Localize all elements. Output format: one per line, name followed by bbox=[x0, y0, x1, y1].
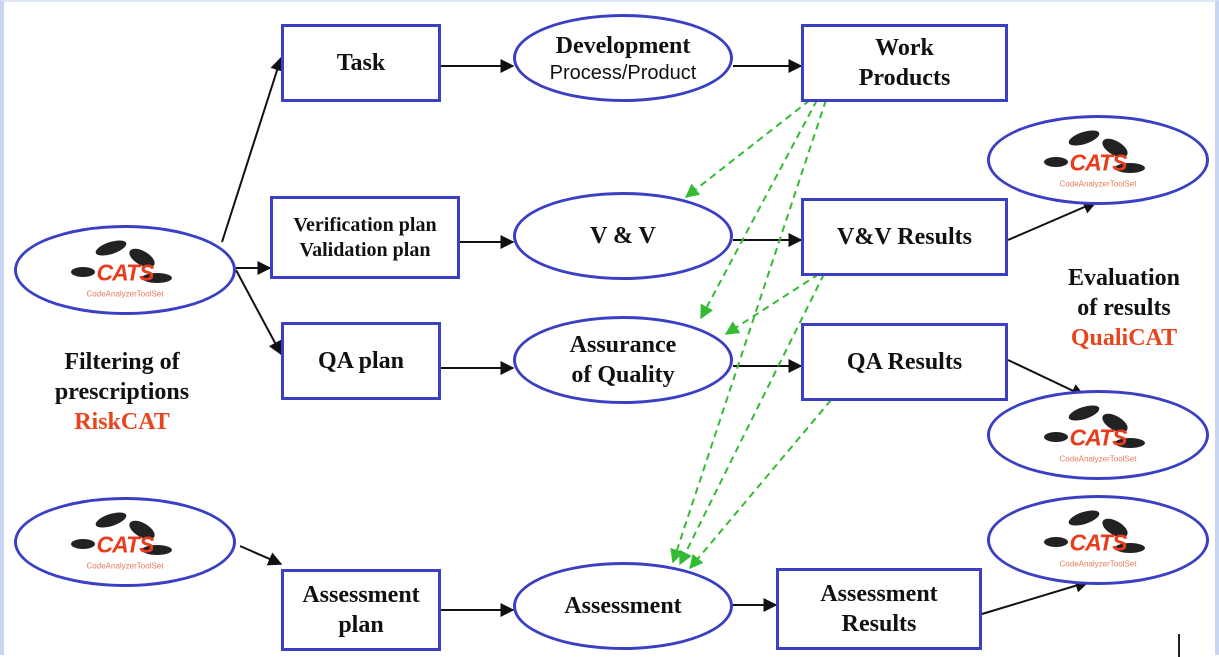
assurance-line-2: of Quality bbox=[571, 362, 675, 388]
corner-tick bbox=[1178, 634, 1180, 657]
arrow-vvresults-to-logo bbox=[1007, 200, 1098, 241]
qualicat-label: QualiCAT bbox=[1070, 325, 1178, 351]
cats-logo-word: CATS bbox=[96, 259, 155, 286]
vv-label: V & V bbox=[590, 223, 656, 249]
cats-logo-subtitle: CodeAnalyzerToolSet bbox=[86, 289, 164, 299]
qa-plan-label: QA plan bbox=[317, 348, 405, 374]
arrow-qaresults-to-logo bbox=[1007, 359, 1086, 397]
evaluation-caption: Evaluation of results QualiCAT bbox=[1024, 263, 1219, 353]
process-product-label: Process/Product bbox=[549, 61, 697, 84]
qa-plan-box: QA plan bbox=[281, 322, 441, 400]
cats-logo-left: CATS CodeAnalyzerToolSet bbox=[14, 225, 236, 315]
vv-results-label: V&V Results bbox=[837, 224, 972, 250]
riskcat-label: RiskCAT bbox=[74, 409, 170, 435]
cats-logo-vv: CATS CodeAnalyzerToolSet bbox=[987, 115, 1209, 205]
work-products-line-1: Work bbox=[875, 35, 934, 61]
validation-plan-label: Validation plan bbox=[299, 238, 431, 261]
cats-silhouettes-icon bbox=[1044, 510, 1145, 553]
evaluation-line-1: Evaluation bbox=[1067, 265, 1181, 291]
development-label: Development bbox=[555, 32, 691, 59]
verification-plan-label: Verification plan bbox=[293, 213, 437, 236]
task-label: Task bbox=[336, 50, 386, 76]
assessment-label: Assessment bbox=[564, 593, 682, 619]
cats-logo-word: CATS bbox=[1069, 424, 1128, 451]
cats-logo-word: CATS bbox=[1069, 149, 1128, 176]
cats-logo-subtitle: CodeAnalyzerToolSet bbox=[1059, 179, 1137, 189]
vv-results-box: V&V Results bbox=[801, 198, 1008, 276]
evaluation-line-2: of results bbox=[1077, 295, 1171, 321]
qa-results-box: QA Results bbox=[801, 323, 1008, 401]
cats-logo-word: CATS bbox=[96, 531, 155, 558]
filtering-line-2: prescriptions bbox=[54, 379, 190, 405]
arrow-logo-to-task bbox=[221, 56, 284, 243]
vv-ellipse: V & V bbox=[513, 192, 733, 280]
assessment-plan-box: Assessment plan bbox=[281, 569, 441, 651]
cats-logo-assessment: CATS CodeAnalyzerToolSet bbox=[987, 495, 1209, 585]
task-box: Task bbox=[281, 24, 441, 102]
assessment-ellipse: Assessment bbox=[513, 562, 733, 650]
cats-silhouettes-icon bbox=[71, 240, 172, 283]
cats-silhouettes-icon bbox=[71, 512, 172, 555]
assurance-of-quality-ellipse: Assurance of Quality bbox=[513, 316, 733, 404]
connector-layer bbox=[221, 56, 1098, 617]
work-products-line-2: Products bbox=[858, 65, 951, 91]
dashed-workproducts-to-vv bbox=[684, 99, 811, 198]
cats-logo-qa: CATS CodeAnalyzerToolSet bbox=[987, 390, 1209, 480]
dashed-workproducts-to-assurance bbox=[700, 99, 818, 320]
cats-silhouettes-icon bbox=[1044, 405, 1145, 448]
assessment-results-box: Assessment Results bbox=[776, 568, 982, 650]
assessment-plan-line-1: Assessment bbox=[302, 582, 420, 608]
verification-validation-plan-box: Verification plan Validation plan bbox=[270, 196, 460, 279]
arrow-logo-to-assessmentplan bbox=[239, 545, 283, 566]
arrow-results-to-logo bbox=[981, 578, 1090, 615]
assessment-plan-line-2: plan bbox=[338, 612, 384, 638]
cats-logo-subtitle: CodeAnalyzerToolSet bbox=[1059, 559, 1137, 569]
work-products-box: Work Products bbox=[801, 24, 1008, 102]
cats-logo-subtitle: CodeAnalyzerToolSet bbox=[1059, 454, 1137, 464]
development-ellipse: Development Process/Product bbox=[513, 14, 733, 102]
assessment-results-line-1: Assessment bbox=[820, 581, 938, 607]
dashed-workproducts-to-assessment-a bbox=[670, 99, 827, 564]
cats-silhouettes-icon bbox=[1044, 130, 1145, 173]
dashed-vvresults-to-assessment bbox=[679, 273, 825, 566]
assurance-line-1: Assurance bbox=[569, 332, 677, 358]
cats-logo-subtitle: CodeAnalyzerToolSet bbox=[86, 561, 164, 571]
arrow-logo-to-qaplan bbox=[235, 269, 282, 356]
cats-logo-word: CATS bbox=[1069, 529, 1128, 556]
filtering-caption: Filtering of prescriptions RiskCAT bbox=[22, 347, 222, 437]
filtering-line-1: Filtering of bbox=[64, 349, 180, 375]
qa-results-label: QA Results bbox=[846, 349, 963, 375]
dashed-vvresults-to-assurance bbox=[724, 273, 820, 335]
assessment-results-line-2: Results bbox=[841, 611, 917, 637]
dashed-qaresults-to-assessment bbox=[689, 399, 832, 570]
cats-logo-bottom-left: CATS CodeAnalyzerToolSet bbox=[14, 497, 236, 587]
